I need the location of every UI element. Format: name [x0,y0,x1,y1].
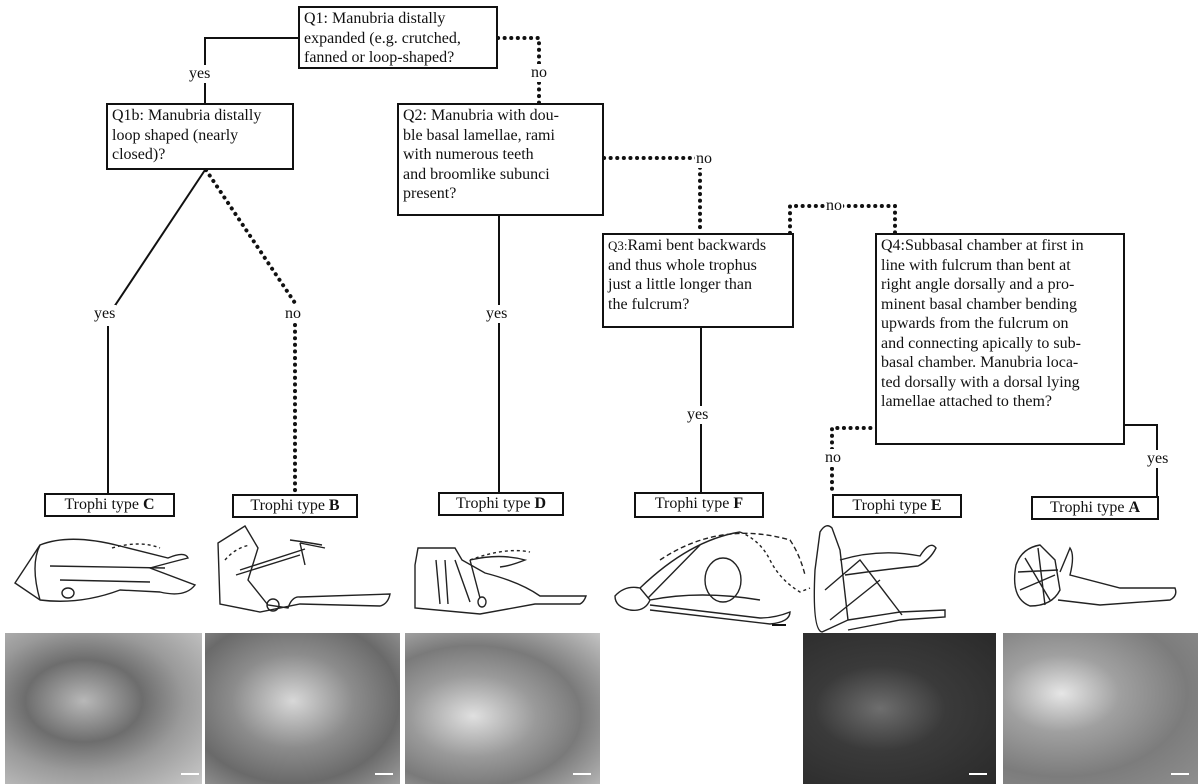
scale-bar [573,773,591,775]
question-q4: Q4:Subbasal chamber at first in line wit… [875,233,1125,445]
trophi-type-b-prefix: Trophi type [250,497,329,514]
sem-image-trophi-d [405,633,600,784]
trophi-type-c-prefix: Trophi type [64,496,143,513]
question-q3-prefix: Q3: [608,238,628,253]
drawing-trophi-a [1013,544,1177,607]
edge-q4-e-no [830,426,879,496]
edge-label-q1b-yes: yes [93,305,117,323]
edge-q2-q3-no [602,156,702,235]
question-q1: Q1: Manubria distally expanded (e.g. cru… [298,6,498,69]
edge-q1-q1b-yes [204,37,298,103]
trophi-type-f-letter: F [733,495,744,512]
edge-label-q2-no: no [695,150,713,168]
trophi-type-e-letter: E [930,497,942,514]
trophi-type-a: Trophi type A [1031,496,1159,520]
edge-label-q1-no: no [530,64,548,82]
drawing-trophi-e [813,525,946,633]
trophi-type-b: Trophi type B [232,494,358,518]
edge-label-q3-no: no [825,197,843,215]
scale-bar [1171,773,1189,775]
edge-label-q1-yes: yes [188,65,212,83]
sem-image-trophi-c [5,633,202,784]
trophi-type-b-letter: B [328,497,340,514]
edge-q1b-c-yes [107,169,206,317]
edge-label-q3-yes: yes [686,406,710,424]
question-q3-text: Rami bent backwards and thus whole troph… [608,237,767,313]
scale-bar [181,773,199,775]
edge-q1b-b-no [204,168,297,305]
trophi-type-a-letter: A [1128,499,1141,516]
question-q2: Q2: Manubria with dou- ble basal lamella… [397,103,604,216]
trophi-type-d: Trophi type D [438,492,564,516]
question-q1b: Q1b: Manubria distally loop shaped (near… [106,103,294,170]
edge-q4-a-yes [1125,424,1158,496]
drawing-trophi-c [14,538,197,602]
drawing-trophi-b [217,525,391,613]
trophi-type-d-prefix: Trophi type [455,495,535,512]
edge-label-q1b-no: no [284,305,302,323]
edge-label-q4-no: no [824,449,842,467]
trophi-type-c-letter: C [142,496,155,513]
drawing-trophi-f [614,531,811,626]
trophi-type-e: Trophi type E [832,494,962,518]
edge-label-q2-yes: yes [485,305,509,323]
trophi-type-c: Trophi type C [44,493,175,517]
trophi-type-f: Trophi type F [634,492,764,518]
trophi-type-d-letter: D [534,495,547,512]
scale-bar [375,773,393,775]
edge-label-q4-yes: yes [1146,450,1170,468]
trophi-type-e-prefix: Trophi type [852,497,931,514]
scale-bar [969,773,987,775]
trophi-type-a-prefix: Trophi type [1049,499,1129,516]
sem-image-trophi-b [205,633,400,784]
question-q3: Q3:Rami bent backwards and thus whole tr… [602,233,794,328]
sem-image-trophi-e [803,633,996,784]
drawing-trophi-d [414,547,587,615]
trophi-type-f-prefix: Trophi type [654,495,734,512]
sem-image-trophi-a [1003,633,1198,784]
